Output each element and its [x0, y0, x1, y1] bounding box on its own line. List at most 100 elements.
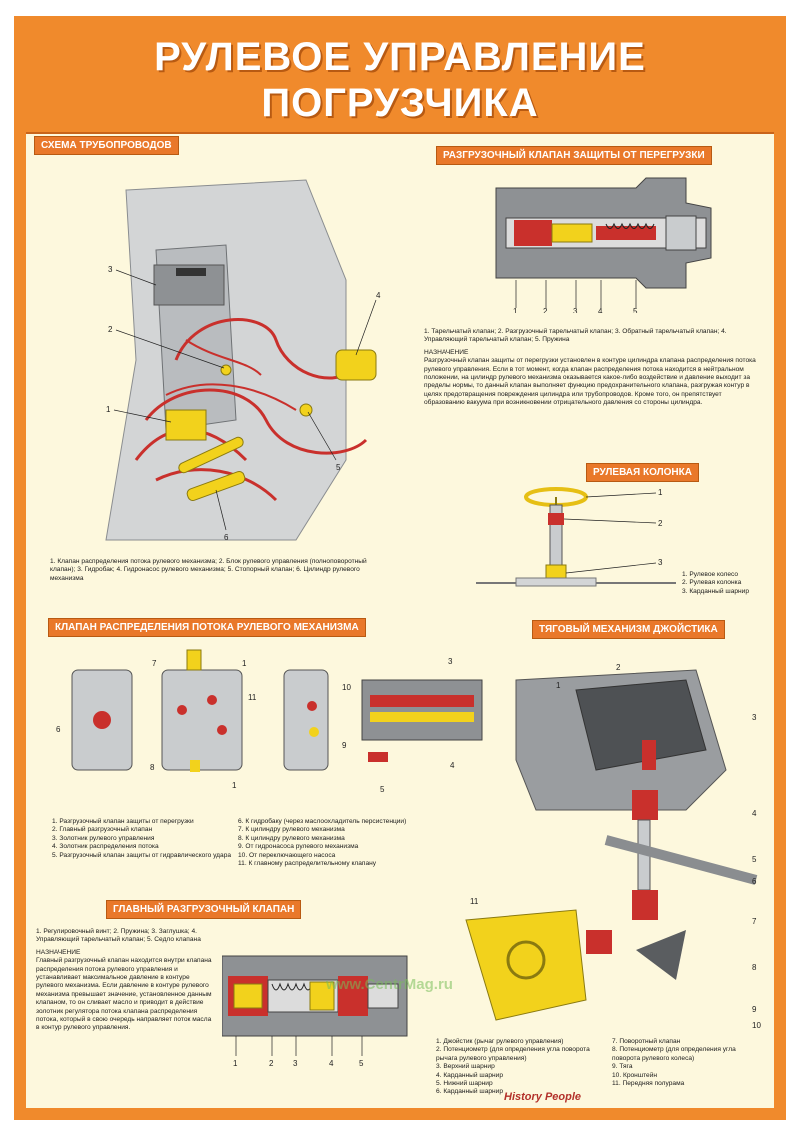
- flow-callout-6: 6: [56, 725, 61, 734]
- poster-panel: РУЛЕВОЕ УПРАВЛЕНИЕ ПОГРУЗЧИКА СХЕМА ТРУБ…: [26, 28, 774, 1108]
- column-legend: 1. Рулевое колесо 2. Рулевая колонка 3. …: [682, 571, 778, 596]
- section-main-valve-heading: ГЛАВНЫЙ РАЗГРУЗОЧНЫЙ КЛАПАН: [106, 900, 302, 919]
- main-callout-1: 1: [233, 1059, 238, 1068]
- flow-legend-item: 4. Золотник распределения потока: [52, 843, 159, 851]
- section-flow-valve-heading: КЛАПАН РАСПРЕДЕЛЕНИЯ ПОТОКА РУЛЕВОГО МЕХ…: [48, 618, 366, 637]
- flow-legend-item: 3. Золотник рулевого управления: [52, 834, 155, 842]
- flow-legend-item: 5. Разгрузочный клапан защиты от гидравл…: [52, 851, 232, 859]
- joystick-legend-item: 3. Верхний шарнир: [436, 1063, 495, 1071]
- pipes-callout-2: 2: [108, 325, 113, 334]
- joystick-legend-item: 9. Тяга: [612, 1063, 633, 1071]
- pipes-diagram: 3 2 1 4 5 6: [105, 179, 381, 542]
- joystick-legend-left: 1. Джойстик (рычаг рулевого управления) …: [436, 1038, 606, 1097]
- flow-callout-1b: 1: [232, 781, 237, 790]
- column-callout-1: 1: [658, 488, 663, 497]
- joy-callout-7: 7: [752, 917, 757, 926]
- joystick-legend-item: 10. Кронштейн: [612, 1071, 658, 1079]
- flow-callout-3: 3: [448, 657, 453, 666]
- joystick-legend-right: 7. Поворотный клапан 8. Потенциометр (дл…: [612, 1038, 762, 1088]
- pipes-callout-4: 4: [376, 291, 381, 300]
- joystick-legend-item: 7. Поворотный клапан: [612, 1038, 681, 1045]
- flow-legend-item: 8. К цилиндру рулевого механизма: [238, 834, 345, 842]
- joy-callout-11: 11: [470, 897, 479, 906]
- main-valve-purpose-heading: НАЗНАЧЕНИЕ: [36, 948, 81, 956]
- overload-callout-3: 3: [573, 307, 578, 313]
- joystick-legend-item: 6. Карданный шарнир: [436, 1088, 504, 1096]
- flow-legend-item: 6. К гидробаку (через маслоохладитель пе…: [238, 818, 407, 825]
- section-overload-valve-heading: РАЗГРУЗОЧНЫЙ КЛАПАН ЗАЩИТЫ ОТ ПЕРЕГРУЗКИ: [436, 146, 712, 165]
- overload-callout-1: 1: [513, 307, 518, 313]
- column-legend-item: 2. Рулевая колонка: [682, 579, 742, 587]
- main-valve-diagram: 1 2 3 4 5: [222, 955, 408, 1068]
- column-callout-2: 2: [658, 519, 663, 528]
- section-joystick-heading: ТЯГОВЫЙ МЕХАНИЗМ ДЖОЙСТИКА: [532, 620, 725, 639]
- joy-callout-10: 10: [752, 1021, 761, 1030]
- main-valve-purpose: Главный разгрузочный клапан находится вн…: [36, 957, 212, 1032]
- joy-callout-2: 2: [616, 663, 621, 672]
- main-callout-4: 4: [329, 1059, 334, 1068]
- title-band: РУЛЕВОЕ УПРАВЛЕНИЕ ПОГРУЗЧИКА: [26, 28, 774, 134]
- flow-legend-item: 10. От переключающего насоса: [238, 851, 336, 859]
- joystick-legend-item: 11. Передняя полурама: [612, 1080, 685, 1088]
- steering-column-diagram: 1 2 3: [476, 487, 676, 587]
- flow-legend-item: 1. Разгрузочный клапан защиты от перегру…: [52, 818, 194, 825]
- joy-callout-1: 1: [556, 681, 561, 690]
- overload-callout-2: 2: [543, 307, 548, 313]
- flow-callout-1a: 1: [242, 659, 247, 668]
- column-callout-3: 3: [658, 558, 663, 567]
- pipes-callout-5: 5: [336, 463, 341, 472]
- flow-callout-4: 4: [450, 761, 455, 770]
- flow-legend-left: 1. Разгрузочный клапан защиты от перегру…: [52, 818, 232, 860]
- overload-valve-diagram: 1 2 3 4 5: [495, 177, 712, 313]
- joy-callout-5: 5: [752, 855, 757, 864]
- flow-callout-10: 10: [342, 683, 351, 692]
- overload-purpose-heading: НАЗНАЧЕНИЕ: [424, 348, 469, 356]
- section-steering-column-heading: РУЛЕВАЯ КОЛОНКА: [586, 463, 699, 482]
- flow-legend-item: 11. К главному распределительному клапан…: [238, 860, 377, 868]
- pipes-callout-1: 1: [106, 405, 111, 414]
- pipes-callout-6: 6: [224, 533, 229, 542]
- main-callout-5: 5: [359, 1059, 364, 1068]
- flow-valve-diagram: 6 7 8 1 11 1 10 9 3 4 5: [56, 649, 483, 794]
- pipes-caption: 1. Клапан распределения потока рулевого …: [50, 558, 367, 582]
- flow-legend-right: 6. К гидробаку (через маслоохладитель пе…: [238, 818, 413, 868]
- overload-caption: 1. Тарельчатый клапан; 2. Разгрузочный т…: [424, 328, 727, 344]
- joy-callout-4: 4: [752, 809, 757, 818]
- joy-callout-8: 8: [752, 963, 757, 972]
- flow-callout-9: 9: [342, 741, 347, 750]
- joy-callout-9: 9: [752, 1005, 757, 1014]
- joystick-diagram: 1 2 3 4 5 6 7 8 9 10 11: [465, 663, 761, 1030]
- pipes-callout-3: 3: [108, 265, 113, 274]
- page-title: РУЛЕВОЕ УПРАВЛЕНИЕ ПОГРУЗЧИКА: [26, 34, 774, 126]
- joystick-legend-item: 5. Нижний шарнир: [436, 1080, 493, 1088]
- column-legend-item: 1. Рулевое колесо: [682, 571, 739, 578]
- joystick-legend-item: 2. Потенциометр (для определения угла по…: [436, 1046, 590, 1062]
- main-callout-2: 2: [269, 1059, 274, 1068]
- joy-callout-3: 3: [752, 713, 757, 722]
- joy-callout-6: 6: [752, 877, 757, 886]
- flow-callout-5: 5: [380, 785, 385, 794]
- column-legend-item: 3. Карданный шарнир: [682, 587, 750, 595]
- joystick-legend-item: 8. Потенциометр (для определения угла по…: [612, 1046, 736, 1062]
- overload-callout-5: 5: [633, 307, 638, 313]
- flow-legend-item: 9. От гидронасоса рулевого механизма: [238, 843, 359, 851]
- section-pipes-heading: СХЕМА ТРУБОПРОВОДОВ: [34, 136, 179, 155]
- overload-text: 1. Тарельчатый клапан; 2. Разгрузочный т…: [424, 328, 764, 408]
- poster-frame: РУЛЕВОЕ УПРАВЛЕНИЕ ПОГРУЗЧИКА СХЕМА ТРУБ…: [14, 16, 786, 1120]
- publisher-logo: History People: [504, 1091, 582, 1103]
- main-valve-text: 1. Регулировочный винт; 2. Пружина; 3. З…: [36, 928, 212, 1033]
- overload-purpose: Разгрузочный клапан защиты от перегрузки…: [424, 357, 756, 407]
- watermark: www.CentrMag.ru: [326, 976, 453, 993]
- main-callout-3: 3: [293, 1059, 298, 1068]
- flow-legend-item: 2. Главный разгрузочный клапан: [52, 826, 153, 834]
- main-valve-caption: 1. Регулировочный винт; 2. Пружина; 3. З…: [36, 928, 201, 944]
- flow-legend-item: 7. К цилиндру рулевого механизма: [238, 826, 345, 834]
- joystick-legend-item: 1. Джойстик (рычаг рулевого управления): [436, 1038, 564, 1045]
- flow-callout-7: 7: [152, 659, 157, 668]
- flow-callout-8: 8: [150, 763, 155, 772]
- joystick-legend-item: 4. Карданный шарнир: [436, 1071, 504, 1079]
- flow-callout-11: 11: [248, 693, 257, 702]
- overload-callout-4: 4: [598, 307, 603, 313]
- title-line-1: РУЛЕВОЕ УПРАВЛЕНИЕ: [154, 35, 646, 79]
- title-line-2: ПОГРУЗЧИКА: [261, 81, 539, 125]
